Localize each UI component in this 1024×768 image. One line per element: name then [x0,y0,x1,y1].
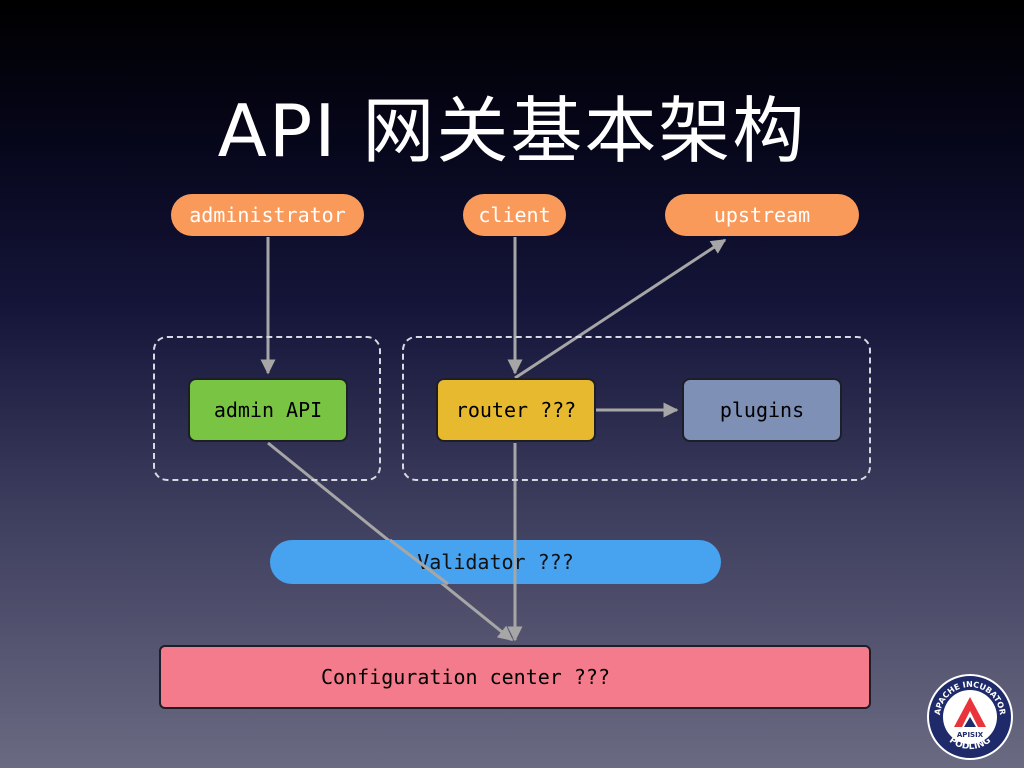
apisix-logo-icon [954,697,986,727]
admin-group [153,336,381,481]
svg-text:PODLING: PODLING [947,736,993,753]
administrator-node: administrator [171,194,364,236]
badge-bottom-text: PODLING [947,736,993,753]
admin-api-node: admin API [188,378,348,442]
validator-node: Validator ??? [270,540,721,584]
apisix-podling-badge: APACHE INCUBATOR PODLING APISIX [927,674,1013,760]
badge-logo-text: APISIX [957,731,984,739]
client-node: client [463,194,566,236]
plugins-node: plugins [682,378,842,442]
router-node: router ??? [436,378,596,442]
arrow-router-to-upstream [514,238,727,380]
slide-title: API 网关基本架构 [217,89,807,173]
config-center-node: Configuration center ??? [159,645,871,709]
gateway-group [402,336,871,481]
upstream-node: upstream [665,194,859,236]
